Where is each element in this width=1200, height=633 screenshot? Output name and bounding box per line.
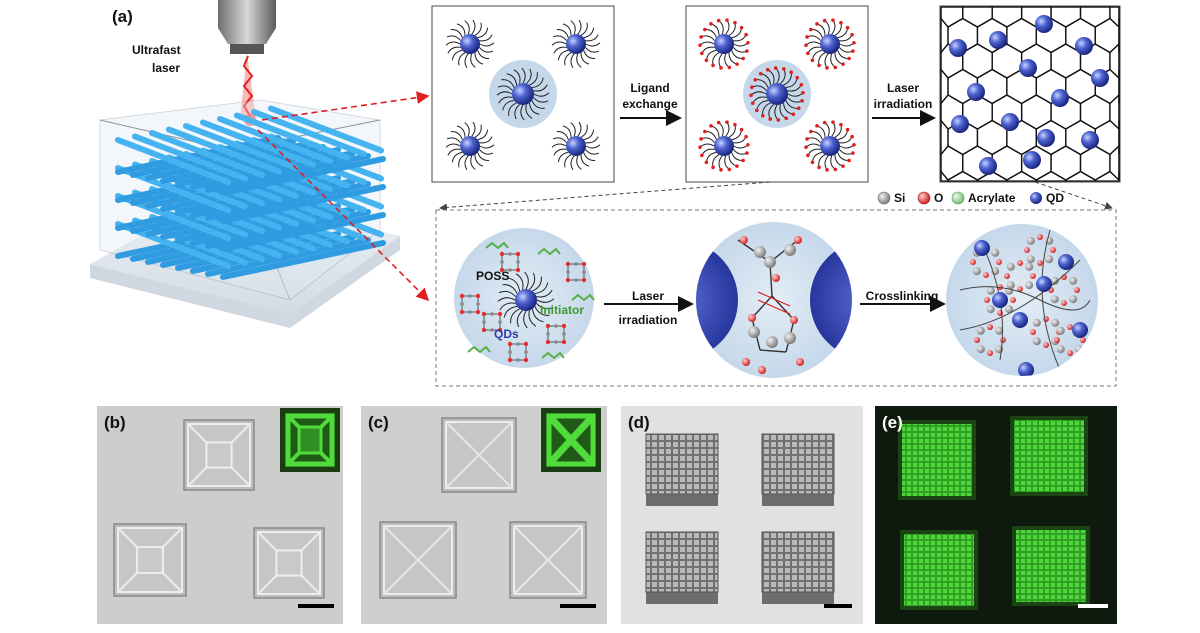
legend-o-label: O [934,191,943,205]
zoom-connector-left [439,181,771,212]
laser-label-line2: laser [152,61,180,75]
panel-b-pyramids [113,419,325,599]
laser-label-line1: Ultrafast [132,43,181,57]
legend-si-marker [877,191,891,205]
crosslinked-network [959,229,1091,376]
legend-acrylate-label: Acrylate [968,191,1016,205]
resin-components [459,241,595,363]
closeup-qd-left [696,240,738,360]
step-ligand-exchange-line1: Ligand [630,81,669,95]
substrate-side [90,236,400,328]
panel-d-micrograph: (d) [621,406,863,624]
original-qd-group [445,19,601,171]
panel-d-lattice-cubes [645,433,835,604]
panel-b-micrograph: (b) [97,406,343,624]
panel-label-c: (c) [368,413,389,432]
step-laser-mid-line1: Laser [632,289,664,303]
panel-label-b: (b) [104,413,126,432]
legend-qd-label: QD [1046,191,1064,205]
panel-label-a: (a) [112,7,133,26]
label-poss: POSS [476,269,509,283]
panel-b-scale-bar [298,604,334,608]
pointer-arrow-top [261,91,430,121]
legend-acrylate-marker [951,191,965,205]
panel-d-scale-bar [824,604,852,608]
closeup-bubble [696,222,852,378]
panel-label-e: (e) [882,413,903,432]
closeup-qd-right [810,240,852,360]
label-qds: QDs [494,327,519,341]
panel-e-micrograph: (e) [875,406,1117,624]
legend-o-marker [917,191,931,205]
legend: Si O Acrylate QD [877,191,1064,205]
label-initiator: Initiator [540,303,584,317]
panel-c-scale-bar [560,604,596,608]
mechanism-scheme: POSS Initiator QDs Laser irradiation Cro… [435,209,1117,387]
pointer-arrow-bottom [257,129,430,302]
closeup-bonds [737,236,804,374]
legend-si-label: Si [894,191,905,205]
panel-c-micrograph: (c) [361,406,607,624]
panel-label-d: (d) [628,413,650,432]
step-laser-top-line1: Laser [887,81,919,95]
step-crosslinking: Crosslinking [866,289,939,303]
step-laser-mid-line2: irradiation [619,313,678,327]
hexagonal-network [940,6,1120,182]
panel-a-lattice-illustration: (a) Ultrafast laser [90,0,430,328]
woodpile-lattice [115,105,386,280]
step-ligand-exchange-line2: exchange [622,97,678,111]
top-scheme: Ligand exchange Laser irradiation [431,5,1121,183]
step-laser-top-line2: irradiation [874,97,933,111]
objective-lens [218,0,276,54]
legend-qd-marker [1030,192,1042,204]
exchanged-qd-group [698,18,856,172]
panel-e-scale-bar [1078,604,1108,608]
panel-e-fluorescent-cubes [898,416,1090,610]
panel-c-pyramids [379,417,587,599]
